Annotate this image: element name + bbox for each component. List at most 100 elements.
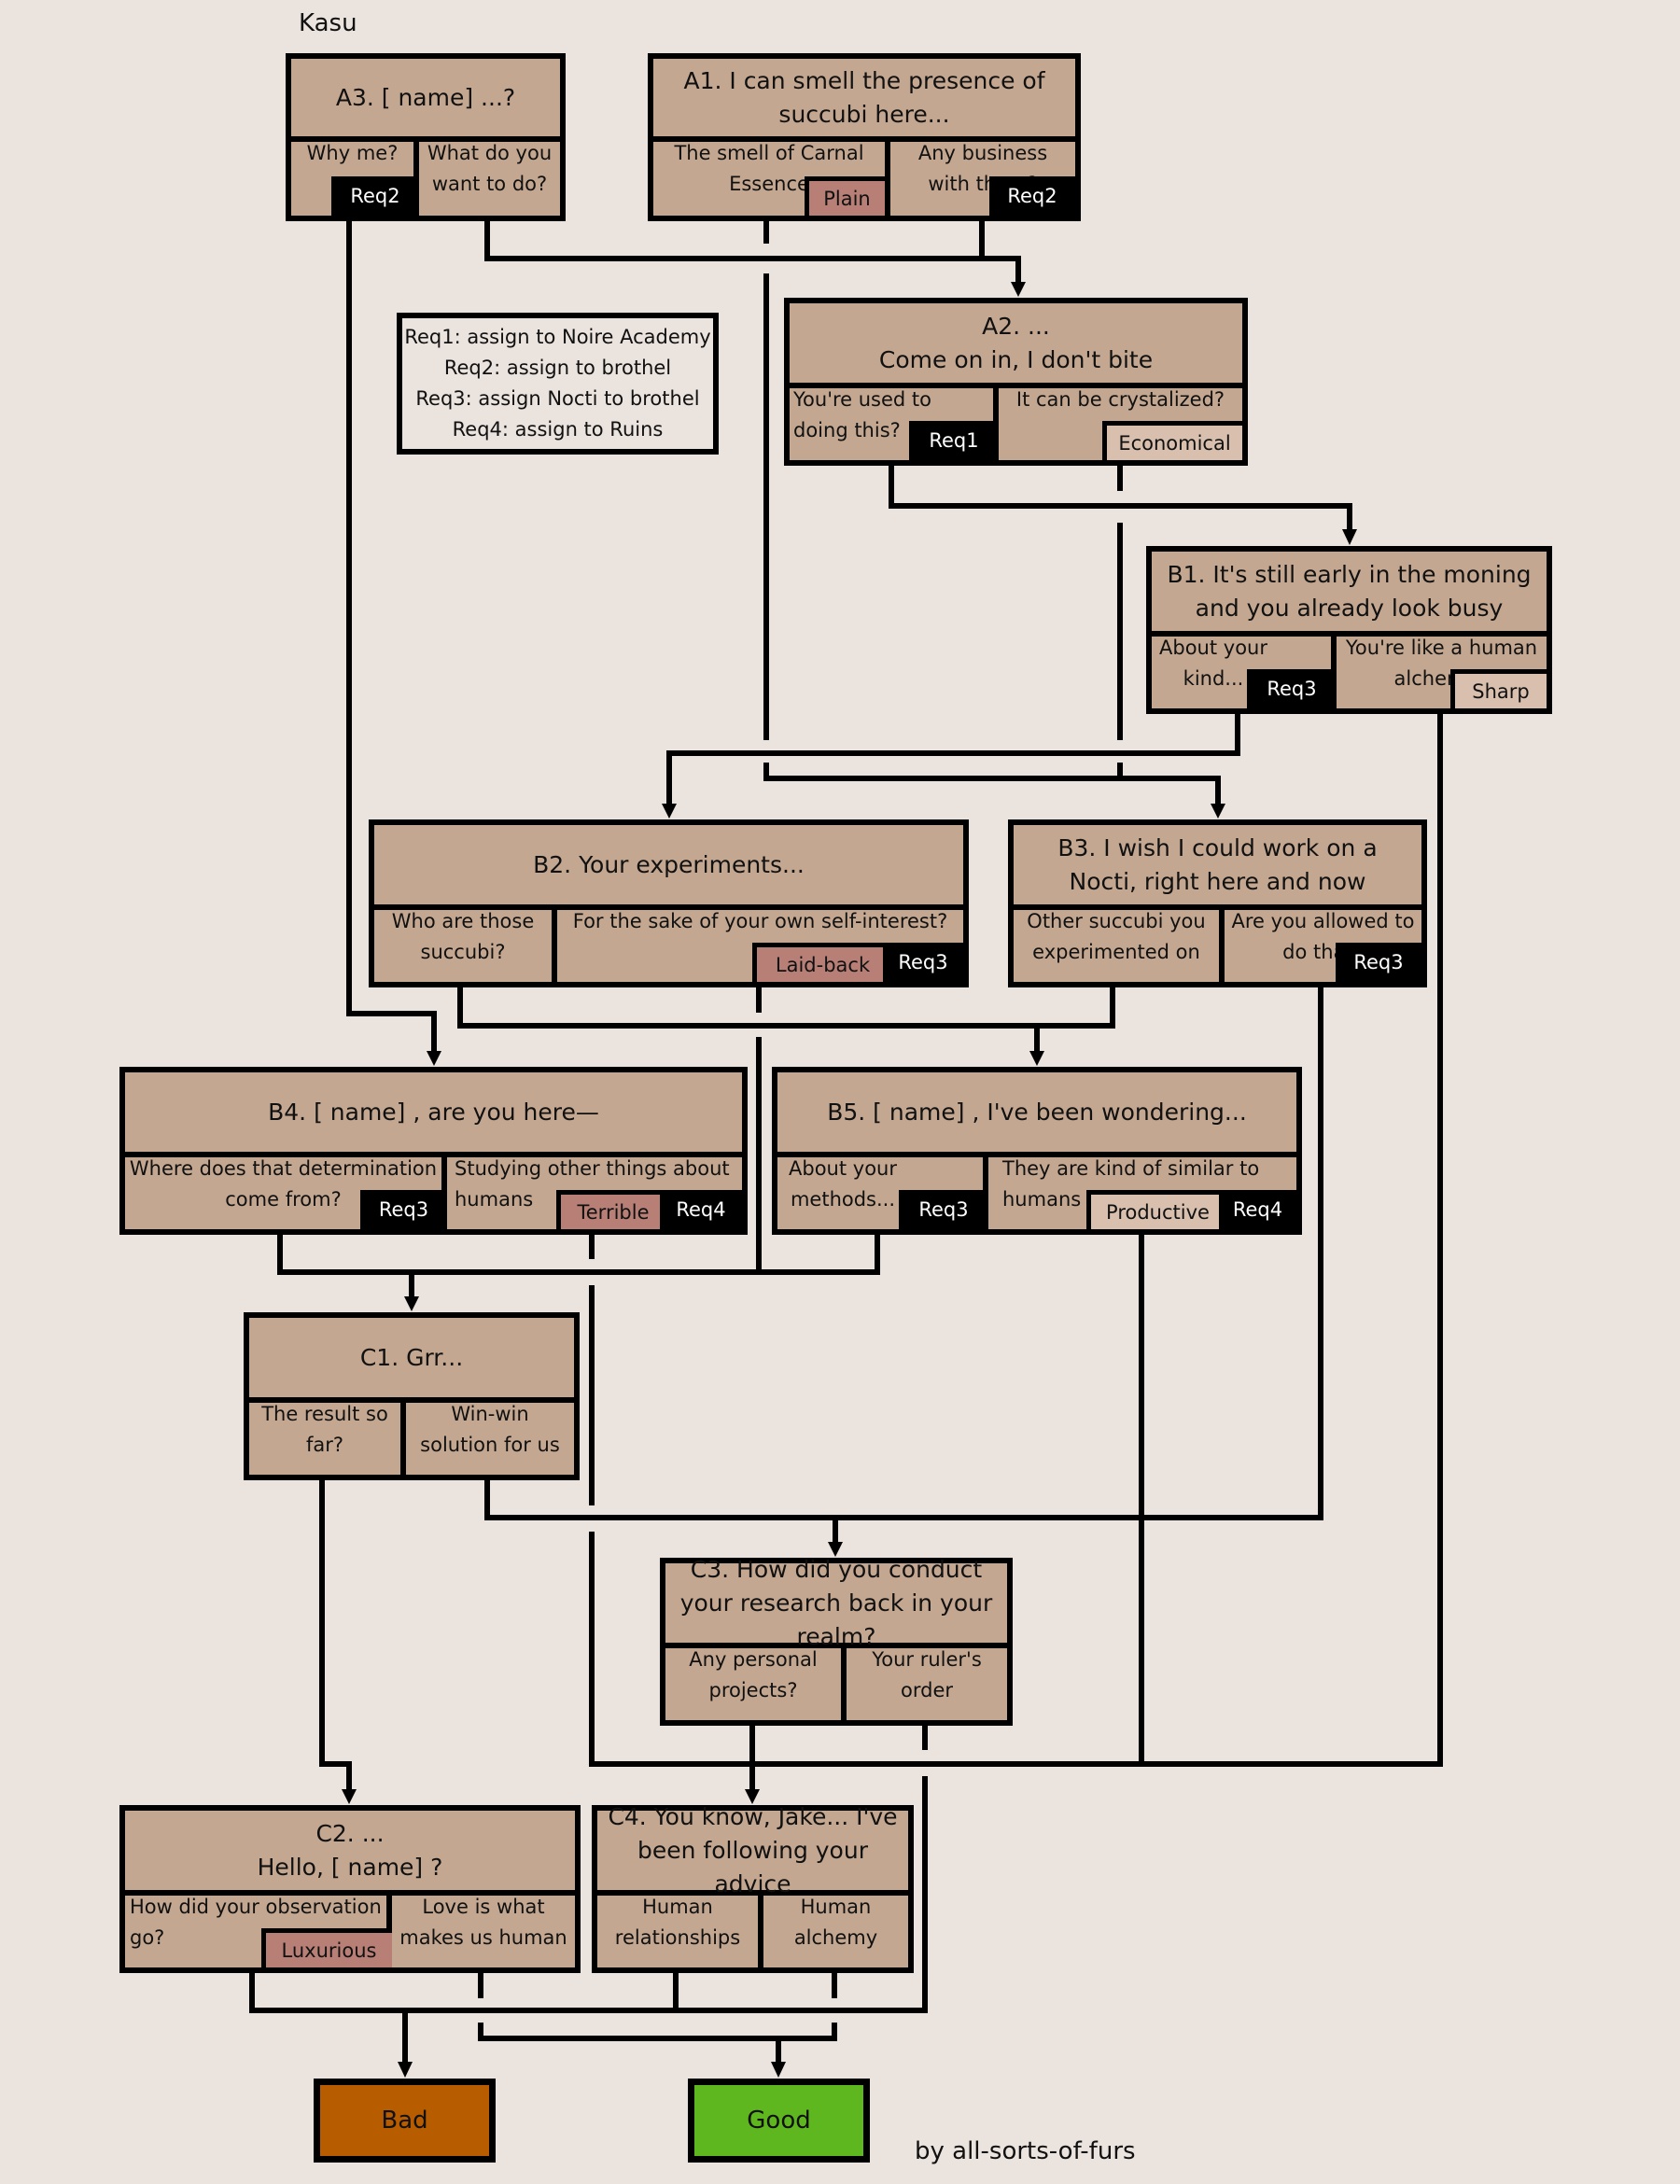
edge-a2-b1 bbox=[889, 462, 1352, 535]
node-c3-option-2[interactable]: Your ruler's order bbox=[847, 1643, 1007, 1720]
option-text: Love is what makes us human bbox=[399, 1896, 567, 1949]
req-badge: Req3 bbox=[883, 943, 963, 982]
legend-req3: Req3: assign Nocti to brothel bbox=[415, 387, 700, 410]
edge-a1-b3-seg3 bbox=[763, 763, 1221, 810]
option-text: The result so far? bbox=[261, 1403, 388, 1456]
req-badge: Req3 bbox=[360, 1190, 447, 1229]
node-b5: B5. [ name] , I've been wondering... Abo… bbox=[772, 1067, 1302, 1235]
edge-c2-good-seg2 bbox=[478, 2023, 837, 2041]
node-c2: C2. ... Hello, [ name] ? How did your ob… bbox=[119, 1805, 581, 1973]
arrowhead-b3 bbox=[1211, 804, 1225, 819]
edge-c1-c2 bbox=[319, 1477, 352, 1795]
node-b4-option-1[interactable]: Where does that determination come from? bbox=[125, 1152, 447, 1229]
node-c4-title: C4. You know, Jake... I've been followin… bbox=[597, 1803, 908, 1897]
credit: by all-sorts-of-furs bbox=[915, 2137, 1136, 2165]
option-text: Other succubi you experimented on bbox=[1027, 910, 1206, 963]
node-b2-option-2[interactable]: For the sake of your own self-interest? bbox=[557, 904, 963, 982]
arrowhead-b4 bbox=[427, 1051, 441, 1066]
node-a3-option-1[interactable]: Why me? bbox=[291, 136, 419, 216]
edge-b1-b2 bbox=[666, 710, 1240, 809]
node-b5-option-2[interactable]: They are kind of similar to humans bbox=[988, 1152, 1296, 1229]
node-a2-title: A2. ... Come on in, I don't bite bbox=[790, 303, 1242, 388]
option-text: Who are those succubi? bbox=[391, 910, 535, 963]
node-b4-title: B4. [ name] , are you here— bbox=[125, 1072, 742, 1157]
edge-b4-c1 bbox=[277, 1231, 880, 1275]
node-c2-title-line1: C2. ... bbox=[315, 1819, 385, 1847]
req-badge: Req3 bbox=[899, 1190, 988, 1229]
node-b3-option-1[interactable]: Other succubi you experimented on bbox=[1014, 904, 1225, 982]
node-b4: B4. [ name] , are you here— Where does t… bbox=[119, 1067, 748, 1235]
node-c1-title: C1. Grr... bbox=[249, 1318, 574, 1403]
node-b4-option-2[interactable]: Studying other things about humans bbox=[447, 1152, 742, 1229]
node-c4: C4. You know, Jake... I've been followin… bbox=[592, 1803, 914, 1973]
option-text: You're used to doing this? bbox=[793, 388, 931, 441]
req-badge: Req4 bbox=[660, 1190, 742, 1229]
option-text: About your kind... bbox=[1159, 637, 1267, 690]
node-c4-option-2[interactable]: Human alchemy bbox=[763, 1890, 908, 1967]
requirements-legend: Req1: assign to Noire Academy Req2: assi… bbox=[397, 313, 719, 455]
arrowhead-b1 bbox=[1342, 529, 1357, 545]
req-badge: Req2 bbox=[331, 176, 419, 216]
arrowhead-c4 bbox=[745, 1789, 760, 1804]
option-text: Human alchemy bbox=[793, 1896, 878, 1949]
node-c1-option-2[interactable]: Win-win solution for us bbox=[406, 1397, 574, 1475]
req-badge: Req3 bbox=[1336, 943, 1421, 982]
node-a2-option-2[interactable]: It can be crystalized? bbox=[999, 383, 1242, 460]
node-b2-option-1[interactable]: Who are those succubi? bbox=[374, 904, 557, 982]
node-c3-option-1[interactable]: Any personal projects? bbox=[665, 1643, 847, 1720]
option-text: For the sake of your own self-interest? bbox=[572, 910, 948, 932]
option-text: They are kind of similar to humans bbox=[1002, 1157, 1260, 1211]
edge-b4-c4-seg3 bbox=[589, 710, 1443, 1767]
req-badge: Req2 bbox=[989, 176, 1075, 216]
trait-badge: Luxurious bbox=[261, 1928, 392, 1967]
node-c3-title: C3. How did you conduct your research ba… bbox=[665, 1556, 1007, 1650]
arrowhead-c3 bbox=[828, 1542, 843, 1557]
node-b5-title: B5. [ name] , I've been wondering... bbox=[777, 1072, 1296, 1157]
trait-badge: Economical bbox=[1102, 421, 1242, 460]
node-b1: B1. It's still early in the moning and y… bbox=[1146, 546, 1552, 714]
option-text: The smell of Carnal Essence bbox=[674, 142, 864, 195]
node-a1-option-1[interactable]: The smell of Carnal Essence bbox=[653, 136, 890, 216]
node-b2: B2. Your experiments... Who are those su… bbox=[369, 819, 969, 987]
option-text: Your ruler's order bbox=[872, 1648, 982, 1701]
node-c1-option-1[interactable]: The result so far? bbox=[249, 1397, 406, 1475]
option-text: Human relationships bbox=[614, 1896, 741, 1949]
node-c2-title: C2. ... Hello, [ name] ? bbox=[125, 1811, 575, 1896]
option-text: How did your observation go? bbox=[130, 1896, 382, 1949]
option-text: Why me? bbox=[306, 142, 399, 164]
trait-badge: Productive bbox=[1086, 1190, 1225, 1229]
legend-req2: Req2: assign to brothel bbox=[443, 357, 672, 379]
node-a3: A3. [ name] ...? Why me? Req2 What do yo… bbox=[286, 53, 566, 221]
option-text: About your methods... bbox=[789, 1157, 897, 1211]
legend-req4: Req4: assign to Ruins bbox=[452, 418, 664, 441]
node-b2-title: B2. Your experiments... bbox=[374, 825, 963, 910]
req-badge: Req4 bbox=[1219, 1190, 1296, 1229]
node-a1: A1. I can smell the presence of succubi … bbox=[648, 53, 1081, 221]
arrowhead-bad bbox=[398, 2062, 413, 2078]
trait-badge: Laid-back bbox=[752, 943, 889, 982]
node-c1: C1. Grr... The result so far? Win-win so… bbox=[244, 1312, 580, 1480]
character-name: Kasu bbox=[299, 9, 357, 37]
node-a1-title: A1. I can smell the presence of succubi … bbox=[653, 59, 1075, 142]
node-b3-title: B3. I wish I could work on a Nocti, righ… bbox=[1014, 825, 1421, 910]
legend-req1: Req1: assign to Noire Academy bbox=[404, 326, 711, 348]
trait-badge: Sharp bbox=[1450, 669, 1547, 708]
node-b1-title: B1. It's still early in the moning and y… bbox=[1152, 552, 1547, 637]
node-c2-title-line2: Hello, [ name] ? bbox=[257, 1853, 443, 1881]
trait-badge: Terrible bbox=[556, 1190, 665, 1229]
option-text: What do you want to do? bbox=[427, 142, 553, 195]
option-text: It can be crystalized? bbox=[1015, 388, 1225, 411]
option-text: Studying other things about humans bbox=[455, 1157, 730, 1211]
arrowhead-a2 bbox=[1011, 282, 1026, 297]
edge-a3-a2 bbox=[484, 217, 1021, 287]
node-c3: C3. How did you conduct your research ba… bbox=[660, 1556, 1013, 1726]
node-c2-option-2[interactable]: Love is what makes us human bbox=[392, 1890, 575, 1967]
arrowhead-good bbox=[771, 2062, 786, 2078]
node-a3-option-2[interactable]: What do you want to do? bbox=[419, 136, 560, 216]
edge-b3-c3 bbox=[484, 984, 1323, 1520]
option-text: Win-win solution for us bbox=[420, 1403, 560, 1456]
node-c4-option-1[interactable]: Human relationships bbox=[597, 1890, 763, 1967]
edge-to-bad bbox=[249, 1969, 928, 2013]
node-a2-title-line2: Come on in, I don't bite bbox=[878, 345, 1154, 373]
